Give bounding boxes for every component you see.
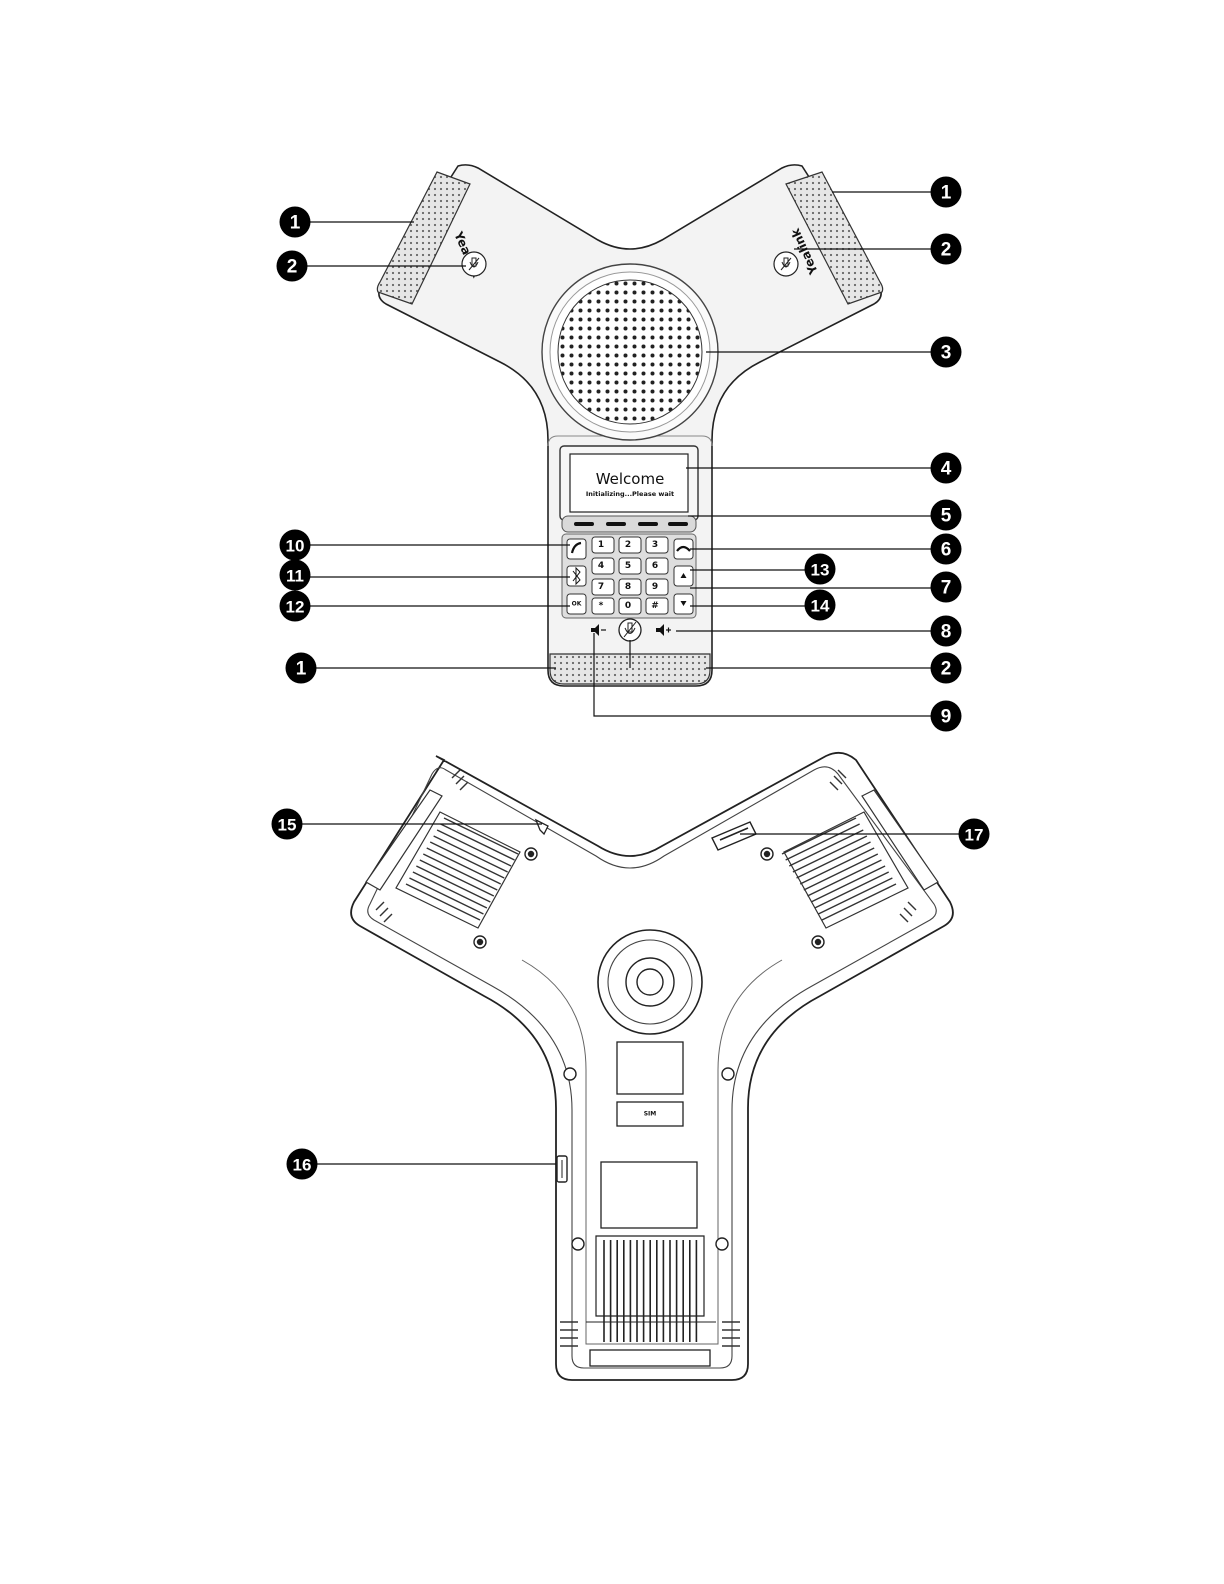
callout-badge: 7 [931,572,962,603]
callout-number: 7 [941,578,952,599]
down-key[interactable] [674,594,693,614]
bluetooth-key[interactable] [567,566,586,586]
callout-number: 11 [286,567,304,586]
keypad-key-label: 8 [625,582,631,592]
keypad-key[interactable]: 4 [592,558,614,574]
soft-key-3[interactable] [638,522,658,526]
keypad-key[interactable]: 6 [646,558,668,574]
keypad-key-label: 2 [625,540,631,550]
mute-key[interactable] [619,619,641,641]
callout-badge: 1 [286,653,317,684]
callout-badge: 8 [931,616,962,647]
callout-number: 1 [296,659,307,680]
callout-badge: 15 [272,809,303,840]
keypad-key[interactable]: 9 [646,579,668,595]
callout-badge: 17 [959,819,990,850]
lcd-title: Welcome [596,470,665,488]
rear-label-top [617,1042,683,1094]
callout-number: 5 [941,506,952,527]
soft-key-4[interactable] [668,522,688,526]
callout-number: 17 [965,826,984,845]
keypad-key[interactable]: 8 [619,579,641,595]
keypad-key-label: 7 [598,582,604,592]
side-port[interactable] [557,1156,567,1182]
soft-keys [562,516,696,532]
callout-badge: 6 [931,534,962,565]
speaker-grille [542,264,718,440]
up-key[interactable] [674,566,693,586]
callout-badge: 14 [805,590,836,621]
svg-text:OK: OK [572,601,582,608]
rear-center-foot [598,930,702,1034]
offhook-key[interactable] [567,539,586,559]
callout-number: 1 [290,213,301,234]
soft-key-1[interactable] [574,522,594,526]
callout-number: 9 [941,707,952,728]
callout-number: 6 [941,540,952,561]
callout-badge: 3 [931,337,962,368]
callout-badge: 16 [287,1149,318,1180]
callout-badge: 11 [280,560,311,591]
keypad-key-label: * [599,601,604,611]
callout-badge: 10 [280,530,311,561]
keypad-key[interactable]: 5 [619,558,641,574]
callout-badge: 9 [931,701,962,732]
callout-badge: 4 [931,453,962,484]
keypad-key[interactable]: 1 [592,537,614,553]
keypad-key-label: 0 [625,601,631,611]
keypad-key-label: # [651,601,659,611]
right-mute-led [774,252,798,276]
rear-label-bottom [601,1162,697,1228]
keypad-key-label: 9 [652,582,658,592]
callout-badge: 13 [805,554,836,585]
callout-number: 8 [941,622,952,643]
left-mute-led [462,252,486,276]
callout-badge: 2 [931,234,962,265]
keypad-key[interactable]: * [592,598,614,614]
lcd-subtitle: Initializing...Please wait [586,490,674,498]
callout-number: 3 [941,343,952,364]
keypad-key[interactable]: 0 [619,598,641,614]
lcd-screen: Welcome Initializing...Please wait [560,446,698,520]
callout-number: 15 [278,816,297,835]
back-view: SIM [351,753,953,1380]
keypad-key-label: 4 [598,561,604,571]
keypad-key-label: 1 [598,540,604,550]
keypad-key-label: 3 [652,540,658,550]
callout-number: 12 [286,598,305,617]
keypad-key[interactable]: # [646,598,668,614]
keypad-key-label: 5 [625,561,631,571]
callout-number: 16 [293,1156,312,1175]
ok-key[interactable]: OK [567,594,586,614]
callout-badge: 1 [280,207,311,238]
callout-badge: 1 [931,177,962,208]
callout-number: 13 [811,561,830,580]
callout-number: 2 [287,257,298,278]
callout-number: 4 [941,459,952,480]
keypad-key[interactable]: 7 [592,579,614,595]
callout-badge: 2 [931,653,962,684]
callout-number: 10 [286,537,305,556]
keypad-key-label: 6 [652,561,658,571]
keypad-key[interactable]: 3 [646,537,668,553]
callout-badge: 2 [277,251,308,282]
callout-badge: 12 [280,591,311,622]
soft-key-2[interactable] [606,522,626,526]
callout-number: 2 [941,240,952,261]
callout-badge: 5 [931,500,962,531]
callout-number: 2 [941,659,952,680]
callout-number: 14 [811,597,830,616]
callout-number: 1 [941,183,952,204]
sim-label-area: SIM [617,1102,683,1126]
sim-label: SIM [644,1111,657,1118]
keypad-key[interactable]: 2 [619,537,641,553]
